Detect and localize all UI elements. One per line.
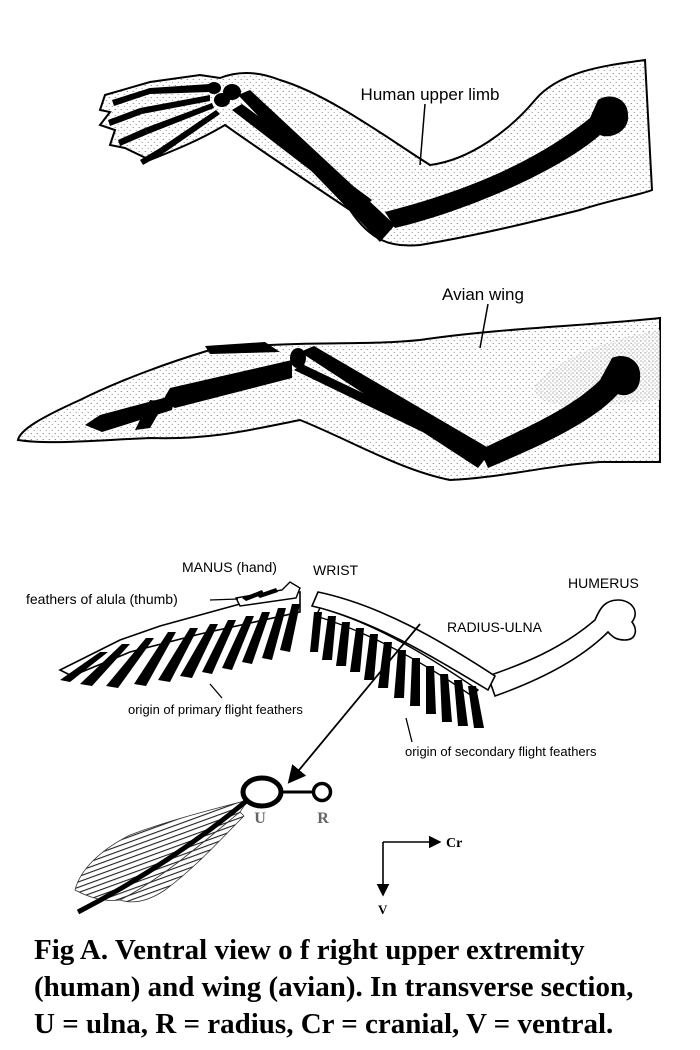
avian-wing-label: Avian wing [442,285,524,304]
feather-vane-lower [118,811,245,903]
wrist-label: WRIST [313,562,359,578]
ulna-cross-section [240,775,284,809]
alula-feathers [242,588,278,601]
avian-humerus [480,356,641,468]
transverse-section: U R [74,775,333,915]
section-arrow [287,623,421,784]
secondary-leader [405,717,413,743]
manus-label: MANUS (hand) [182,559,277,575]
ulna-label: U [254,810,266,827]
human-hand-bones [108,82,241,165]
primary-leader [209,683,223,699]
avian-wing-illustration: Avian wing [16,285,661,482]
skeleton-humerus [486,599,637,698]
secondary-feathers-label: origin of secondary flight feathers [405,744,597,759]
humerus-label: HUMERUS [568,575,639,591]
radius-label: R [317,810,329,827]
radius-ulna-label: RADIUS-ULNA [447,619,543,635]
human-radius [232,104,372,210]
human-limb-leader [419,103,426,166]
caption-line-2: (human) and wing (avian). In transverse … [34,971,634,1003]
caption-line-1: Fig A. Ventral view o f right upper extr… [34,934,585,966]
human-humerus [385,96,629,228]
primary-feathers-label: origin of primary flight feathers [128,702,303,717]
avian-manus-bones [85,342,306,432]
radius-cross-section [311,781,333,803]
human-arm-illustration: Human upper limb [98,58,654,247]
figure-caption: Fig A. Ventral view o f right upper extr… [34,932,694,1043]
cranial-label: Cr [446,836,462,851]
avian-wing-skin [16,316,661,482]
feather-rachis [76,796,252,915]
avian-radius [294,364,470,452]
wing-skeleton-diagram: MANUS (hand) WRIST HUMERUS feathers of a… [26,559,639,784]
alula-leader [209,598,239,601]
secondary-flight-feathers [310,612,484,728]
primary-flight-feathers [60,604,300,688]
caption-line-3: U = ulna, R = radius, Cr = cranial, V = … [34,1008,614,1040]
ventral-label: V [378,902,388,917]
orientation-axes: Cr V [376,835,462,917]
avian-wing-leader [479,303,489,349]
human-limb-label: Human upper limb [361,85,500,104]
alula-label: feathers of alula (thumb) [26,591,178,607]
